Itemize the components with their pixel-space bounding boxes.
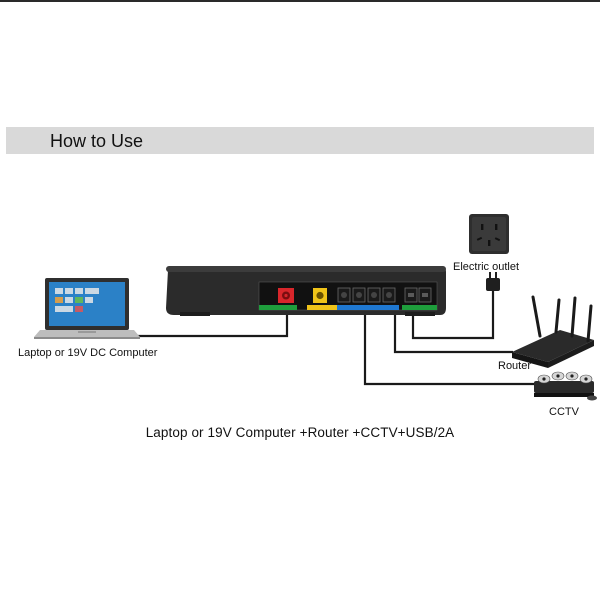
page-title: How to Use — [50, 131, 144, 151]
cctv-label: CCTV — [549, 406, 579, 418]
electric-outlet-icon — [469, 214, 509, 254]
top-rule — [0, 0, 600, 2]
header-band — [6, 127, 594, 154]
router-label: Router — [498, 360, 532, 372]
power-plug-icon — [486, 272, 500, 291]
dc-output-port-red — [278, 288, 294, 303]
outlet-label: Electric outlet — [453, 261, 520, 273]
laptop-icon — [34, 278, 140, 339]
power-station-device — [166, 266, 446, 316]
router-cable — [393, 303, 513, 354]
cctv-cable — [363, 303, 548, 386]
usage-caption: Laptop or 19V Computer +Router +CCTV+USB… — [145, 425, 455, 440]
outlet-cable — [411, 290, 495, 340]
router-icon — [512, 295, 594, 368]
laptop-label: Laptop or 19V DC Computer — [18, 347, 158, 359]
dc-output-port-yellow — [313, 288, 327, 303]
cctv-icon — [534, 371, 597, 401]
